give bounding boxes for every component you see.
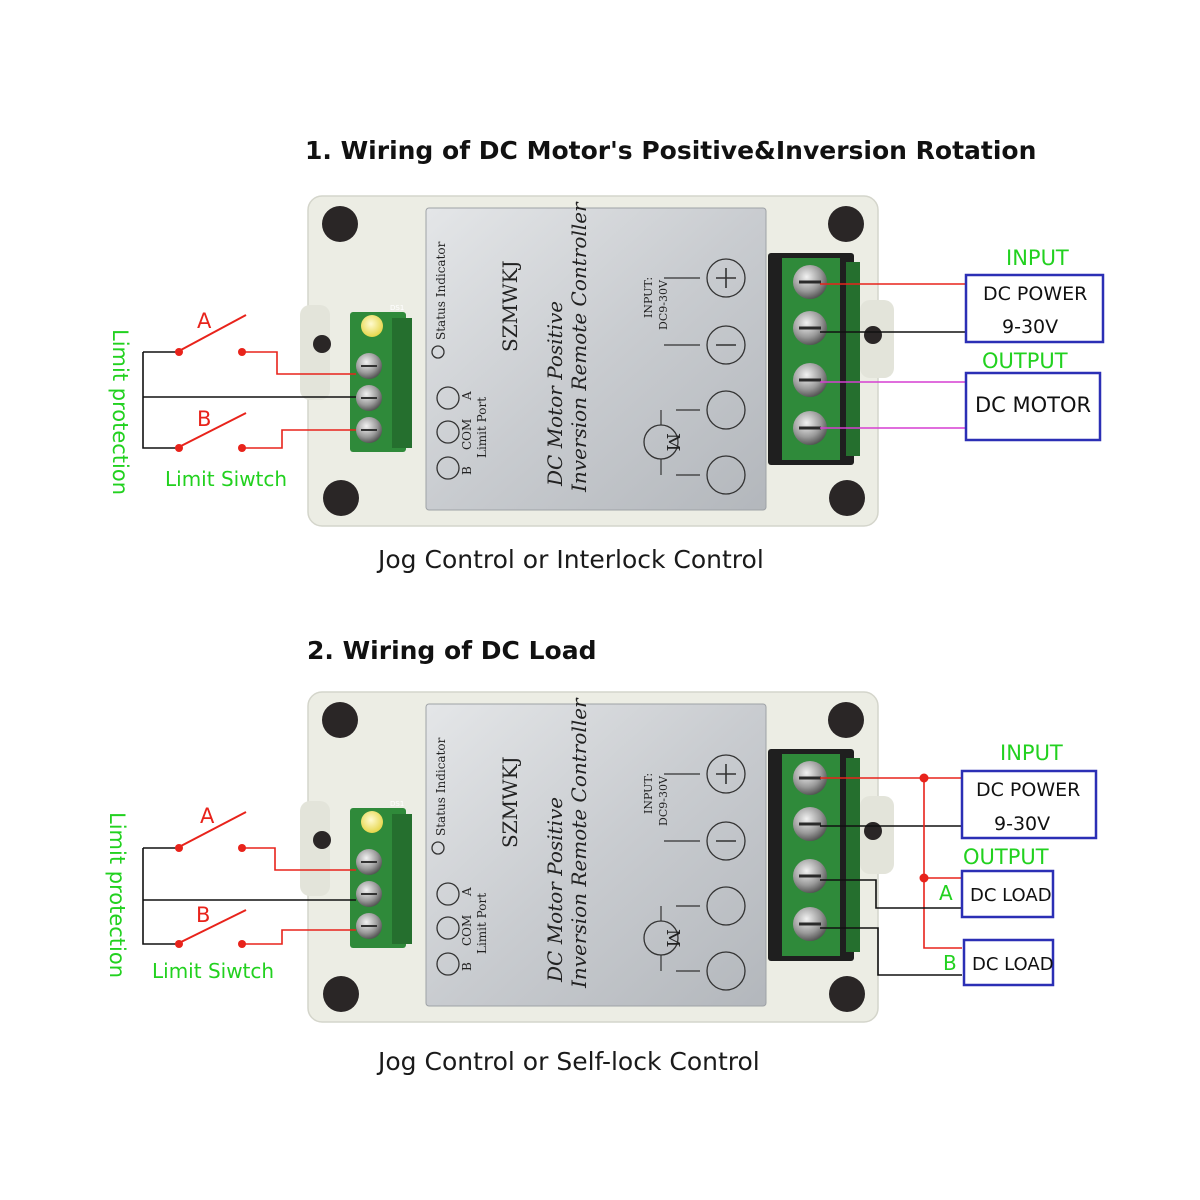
module1-labels: SZMWKJ DC Motor Positive Inversion Remot… — [390, 201, 683, 493]
brand-label: SZMWKJ — [498, 260, 522, 352]
brand-label: SZMWKJ — [498, 756, 522, 848]
diagram2-title: 2. Wiring of DC Load — [307, 636, 597, 665]
limit-port-label: Limit Port — [475, 397, 489, 458]
motor-symbol: M — [662, 929, 683, 947]
motor-label-1: DC MOTOR — [975, 393, 1091, 417]
load-b-label: DC LOAD — [972, 954, 1054, 975]
diagram1-labels: Limit protection A B Limit Siwtch INPUT … — [108, 246, 1091, 495]
limit-port-label: Limit Port — [475, 893, 489, 954]
product-line2: Inversion Remote Controller — [567, 201, 591, 493]
port-b-label: B — [460, 466, 474, 475]
power-line2-1: 9-30V — [1002, 316, 1058, 338]
power-line1-1: DC POWER — [983, 283, 1087, 305]
controller-module-1 — [298, 194, 896, 528]
port-a-label: A — [460, 391, 474, 401]
limit-protection-label-2: Limit protection — [105, 812, 129, 978]
motor-symbol: M — [662, 433, 683, 451]
led-label: DS1 — [390, 800, 404, 808]
load-box-a — [960, 869, 1055, 919]
load-b-tag: B — [943, 951, 957, 975]
load-a-label: DC LOAD — [970, 885, 1052, 906]
limit-switch-label-2: Limit Siwtch — [152, 959, 274, 983]
port-com-label: COM — [460, 915, 474, 946]
power-box-2 — [960, 769, 1098, 840]
diagram1-switch-dots — [175, 348, 246, 452]
led-label: DS1 — [390, 304, 404, 312]
product-line1: DC Motor Positive — [543, 797, 567, 983]
diagram2-caption: Jog Control or Self-lock Control — [378, 1047, 760, 1076]
diagram2-labels: Limit protection A B Limit Siwtch INPUT … — [105, 741, 1080, 983]
input-spec-2: DC9-30V — [657, 279, 670, 330]
power-line2-2: 9-30V — [994, 813, 1050, 835]
diagram2-dots — [175, 773, 929, 948]
input-label-2: INPUT — [1000, 741, 1063, 765]
switch-b-label-1: B — [197, 407, 211, 431]
diagram1-caption: Jog Control or Interlock Control — [378, 545, 764, 574]
product-line1: DC Motor Positive — [543, 301, 567, 487]
input-spec-1: INPUT: — [642, 773, 655, 814]
status-indicator-label: Status Indicator — [434, 241, 448, 340]
limit-switch-label-1: Limit Siwtch — [165, 467, 287, 491]
output-label-2: OUTPUT — [963, 845, 1049, 869]
port-b-label: B — [460, 962, 474, 971]
power-line1-2: DC POWER — [976, 779, 1080, 801]
controller-module-2 — [298, 690, 896, 1024]
limit-protection-label-1: Limit protection — [108, 329, 132, 495]
input-spec-1: INPUT: — [642, 277, 655, 318]
diagram1-title: 1. Wiring of DC Motor's Positive&Inversi… — [305, 136, 1037, 165]
load-a-tag: A — [939, 881, 953, 905]
load-box-b — [962, 938, 1055, 987]
product-line2: Inversion Remote Controller — [567, 697, 591, 989]
input-spec-2: DC9-30V — [657, 775, 670, 826]
port-a-label: A — [460, 887, 474, 897]
switch-b-label-2: B — [196, 903, 210, 927]
output-label-1: OUTPUT — [982, 349, 1068, 373]
diagram1-wires — [142, 283, 966, 449]
status-indicator-label: Status Indicator — [434, 737, 448, 836]
port-com-label: COM — [460, 419, 474, 450]
motor-box-1 — [964, 371, 1102, 442]
switch-a-label-1: A — [197, 309, 212, 333]
input-label-1: INPUT — [1006, 246, 1069, 270]
power-box-1 — [964, 273, 1105, 344]
switch-a-label-2: A — [200, 804, 215, 828]
module2-labels: SZMWKJ DC Motor Positive Inversion Remot… — [390, 697, 683, 989]
